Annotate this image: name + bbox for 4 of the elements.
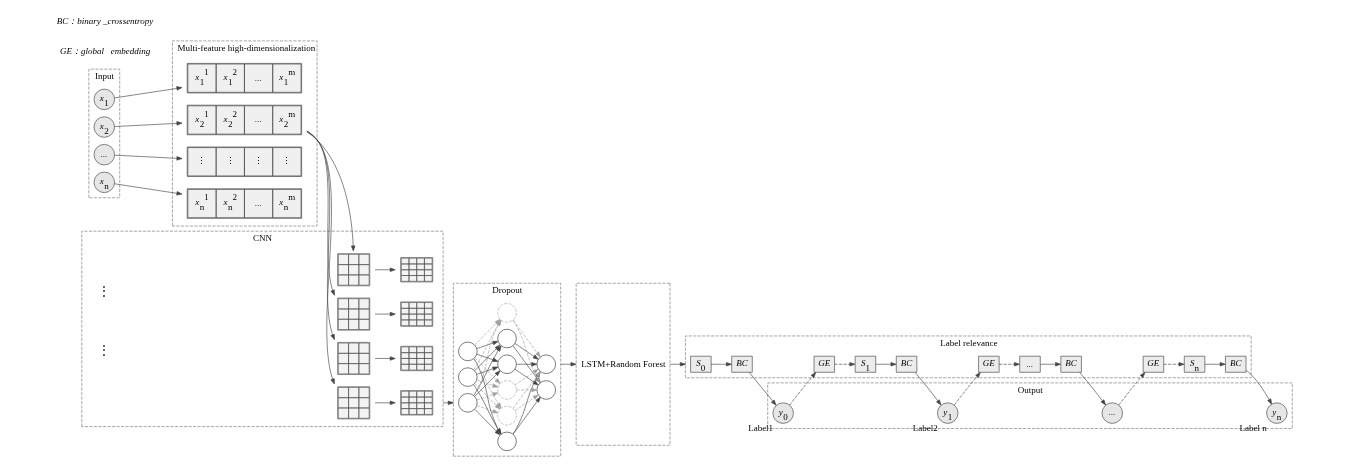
label: BC：binary _crossentropy [56, 15, 153, 26]
label: ⋮ [97, 344, 110, 358]
label: GE：global embedding [59, 46, 150, 57]
label: ⋮ [97, 285, 110, 299]
